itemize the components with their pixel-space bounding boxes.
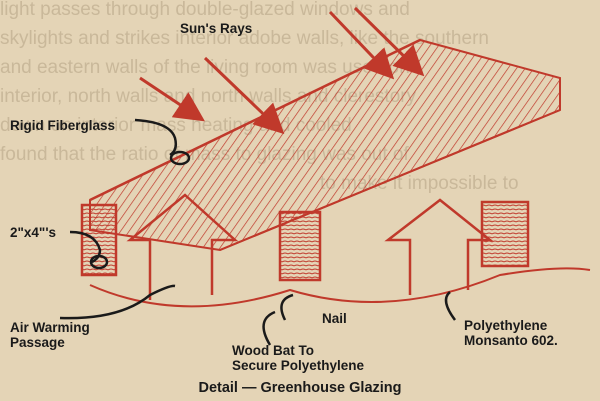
label-line: Secure Polyethylene [232,358,364,373]
label-rigid-fiberglass: Rigid Fiberglass [10,118,115,133]
rafter-2x4 [82,205,116,275]
label-line: Polyethylene [464,318,558,333]
sun-ray-arrow [330,12,390,75]
label-air-warming-passage: Air Warming Passage [10,320,90,350]
leader-line [446,292,455,320]
label-nail: Nail [322,311,347,326]
rafter-2x4 [280,212,320,280]
sun-ray-arrow [140,78,200,118]
label-line: Monsanto 602. [464,333,558,348]
leader-line [264,312,275,345]
figure-caption: Detail — Greenhouse Glazing [0,380,600,396]
label-2x4s: 2"x4"'s [10,225,56,240]
label-wood-bat: Wood Bat To Secure Polyethylene [232,343,364,373]
leader-line [135,120,176,155]
label-line: Passage [10,335,90,350]
sun-ray-arrow [205,58,280,130]
leader-line [60,286,175,318]
label-suns-rays: Sun's Rays [180,21,252,36]
label-polyethylene: Polyethylene Monsanto 602. [464,318,558,348]
leader-line [281,295,293,320]
label-line: Wood Bat To [232,343,364,358]
rafter-2x4 [482,202,528,266]
warm-air-arrow [388,200,490,295]
label-line: Air Warming [10,320,90,335]
